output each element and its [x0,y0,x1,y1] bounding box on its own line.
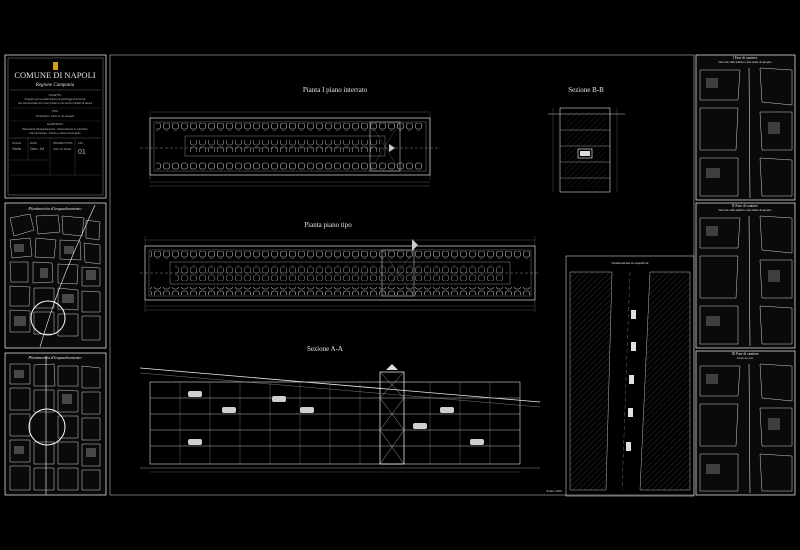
title-block: COMUNE DI NAPOLI Regione Campania OGGETT… [4,54,107,199]
title-pianta-interrato: Pianta I piano interrato [303,86,368,94]
city-name: COMUNE DI NAPOLI [14,70,95,80]
location-map-2: Planimetria d'inquadramento [4,352,107,496]
cartiglio-small: 01 [78,149,86,156]
phase-sub: Stato visto dalla pubblica e fasi attual… [718,209,772,212]
cartiglio-line: uso pertinenziale per posto privato e vi… [18,101,93,105]
plan-typical-floor [140,236,540,312]
map-label: Planimetria d'inquadramento [27,206,82,211]
cartiglio-line: ELABORATO [47,122,63,126]
phase-sub: Stato visto dalla pubblica e fasi attual… [718,61,772,64]
title-sezione-aa: Sezione A-A [307,345,343,353]
phase-panel-2: II Fase di cantiere Stato visto dalla pu… [695,202,796,349]
cartiglio-line: OGGETTO [49,93,62,97]
cartiglio-line: Via Rossini / Corso A. de Gasperi [36,114,75,118]
phase-sub: Lavoro in corso [737,357,754,360]
cartiglio-small: DATA [30,141,37,145]
phase-panel-1: I Fase di cantiere Stato visto dalla pub… [695,54,796,201]
cartiglio-line: SITO [52,109,58,113]
phase-label: II Fase di cantiere [732,204,758,208]
cartiglio-line: Fasi di cantiere - Piante e sezioni di p… [29,131,81,135]
section-bb [548,107,625,193]
surface-label: Sistemazione in superficie [612,261,649,265]
phase-label: I Fase di cantiere [733,56,758,60]
plan-basement [140,111,440,187]
title-sezione-bb: Sezione B-B [568,86,604,94]
cartiglio-small: Arch. M. Rossi [53,147,72,151]
region-name: Regione Campania [35,83,75,88]
cartiglio-small: TAV. [78,141,84,145]
surface-plan: Sistemazione in superficie Scala 1:200 [547,255,695,497]
phase-label: III Fase di cantiere [731,352,758,356]
cartiglio-line: Progetto per la realizzazione di parcheg… [25,97,86,101]
city-crest-icon [53,62,58,70]
scale-label: Scala 1:200 [547,489,562,493]
cartiglio-small: SCALA [12,141,21,145]
drawing-sheet: COMUNE DI NAPOLI Regione Campania OGGETT… [0,50,800,500]
drawing-canvas: COMUNE DI NAPOLI Regione Campania OGGETT… [4,54,796,497]
cartiglio-small: PROGETTISTA [53,141,73,145]
section-aa [139,364,541,473]
map-label: Planimetria d'inquadramento [27,355,82,360]
cartiglio-small: Gen. 04 [30,146,45,151]
phase-panel-3: III Fase di cantiere Lavoro in corso [695,350,796,496]
title-pianta-tipo: Pianta piano tipo [304,221,352,229]
cartiglio-small: Varie [12,146,22,151]
location-map-1: Planimetria d'inquadramento [4,202,107,349]
cartiglio-line: Planimetria d'inquadramento - Sistemazio… [22,127,88,131]
